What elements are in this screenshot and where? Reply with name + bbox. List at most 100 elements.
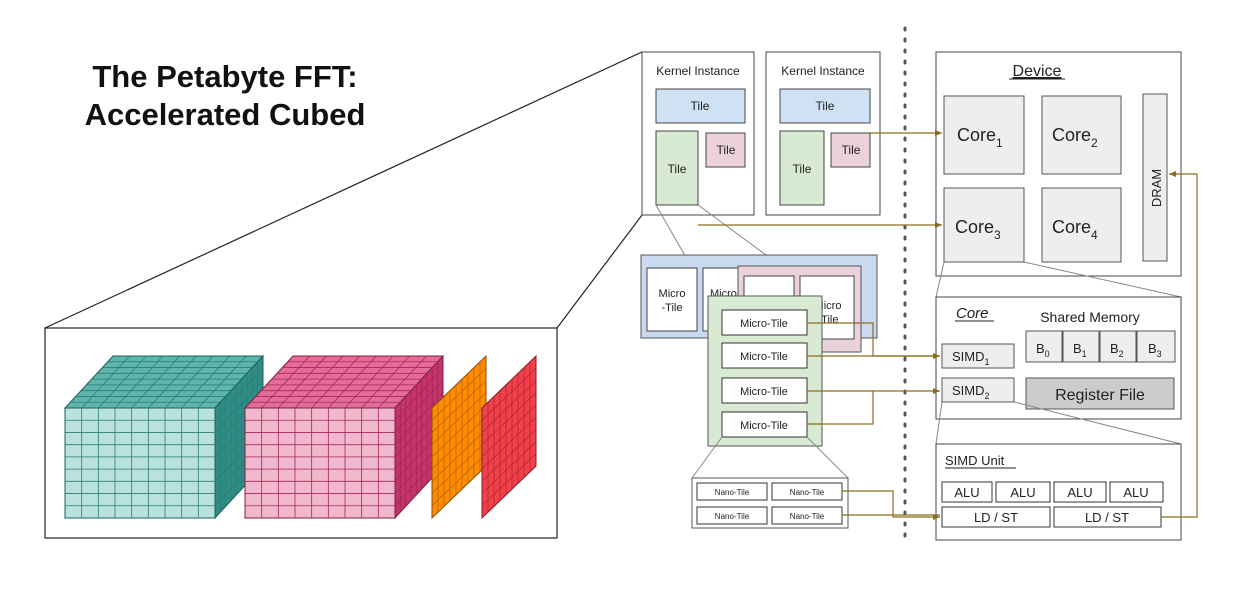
zoom-lines (44, 51, 643, 329)
grid-line (481, 453, 537, 507)
title-line-2: Accelerated Cubed (84, 97, 366, 132)
grid-line (131, 355, 180, 409)
ldst-label: LD / ST (974, 510, 1018, 525)
grid-line (164, 355, 214, 409)
tile-wide (779, 88, 871, 124)
page-title: The Petabyte FFT: Accelerated Cubed (60, 58, 390, 134)
bank-1 (1062, 330, 1100, 363)
title-line-1: The Petabyte FFT: (92, 59, 358, 94)
core-4-label: Core4 (1052, 217, 1098, 242)
alu-label: ALU (1010, 485, 1035, 500)
tile-label: Tile (717, 143, 736, 157)
alu (1109, 481, 1164, 503)
grid-line (148, 355, 197, 409)
micro-tile-stack: Micro-Tile Micro Micro-Tile Micro-Tile M… (640, 254, 878, 447)
alu-row: ALU ALU ALU ALU (941, 481, 1164, 503)
core-box: Core Shared Memory B0 B1 B2 B3 SIMD1 SIM… (935, 296, 1182, 420)
grid-line (81, 355, 130, 409)
grid-line (431, 404, 487, 458)
grid-line (181, 355, 230, 409)
grid-line (481, 367, 537, 421)
simd-2-label: SIMD2 (952, 383, 990, 401)
grid-line (394, 380, 444, 433)
grid-line (481, 404, 537, 458)
arrow-microtile-to-simd2-b (807, 391, 874, 425)
tile-tall (655, 130, 699, 206)
grid-line (481, 380, 537, 433)
micro-tile (721, 309, 808, 336)
micro-zoom-lines (691, 436, 849, 479)
core-2 (1041, 95, 1122, 175)
grid-line (431, 367, 487, 421)
micro-tile-label: Micro-Tile (740, 386, 788, 398)
bank-0-label: B0 (1036, 341, 1050, 359)
shared-memory-banks: B0 B1 B2 B3 (1025, 330, 1176, 363)
pink-cube (243, 354, 445, 520)
nano-tile-group: Nano-Tile Nano-Tile Nano-Tile Nano-Tile (691, 477, 849, 529)
tile-label: Tile (793, 162, 812, 176)
grid-line (431, 441, 487, 494)
kernel-instance-1: Kernel Instance Tile Tile Tile (641, 51, 755, 216)
ldst-unit (941, 506, 1051, 528)
grid-line (481, 392, 537, 445)
tile-small (830, 132, 871, 168)
cube-panel (44, 327, 558, 539)
micro-tile-label: Micro-Tile (740, 351, 788, 363)
nano-tile (696, 506, 768, 525)
grid-line (481, 441, 537, 494)
ldst-label: LD / ST (1085, 510, 1129, 525)
grid-line (394, 367, 444, 421)
kernel-instance-label: Kernel Instance (781, 64, 865, 78)
arrow-nanotile-to-ldst (842, 490, 940, 520)
micro-tile-label: Micro-Tile (740, 420, 788, 432)
alu (995, 481, 1051, 503)
register-file-label: Register File (1055, 387, 1145, 404)
micro-tile (721, 377, 808, 404)
simd-1 (941, 343, 1015, 369)
grid-line (311, 355, 360, 409)
grid-line (431, 429, 487, 482)
alu-label: ALU (954, 485, 979, 500)
grid-line (431, 380, 487, 433)
grid-line (481, 416, 537, 470)
shared-memory-label: Shared Memory (1040, 309, 1140, 325)
grid-line (481, 429, 537, 482)
micro-tile-label: Micro-Tile (740, 318, 788, 330)
grid-line (261, 355, 310, 409)
core-3-label: Core3 (955, 217, 1001, 242)
grid-line (394, 392, 444, 445)
simd-zoom-lines (935, 401, 1182, 445)
grid-line (198, 355, 247, 409)
tile-label: Tile (816, 99, 835, 113)
alu (941, 481, 993, 503)
device-box: Device Core1 Core2 Core3 Core4 DRAM (935, 51, 1182, 277)
bank-2-label: B2 (1110, 341, 1124, 359)
grid-line (328, 355, 377, 409)
bank-2 (1099, 330, 1137, 363)
micro-tile-list: Micro-Tile Micro-Tile Micro-Tile Micro-T… (721, 309, 808, 438)
device-title: Device (1013, 63, 1062, 80)
grid-line (431, 392, 487, 445)
tile-wide (655, 88, 746, 124)
grid-line (214, 380, 264, 433)
tile-small (705, 132, 746, 168)
bank-3-label: B3 (1148, 341, 1162, 359)
nano-tile-label: Nano-Tile (790, 512, 825, 521)
grid-line (378, 355, 427, 409)
register-file (1025, 377, 1175, 410)
simd-unit-box: SIMD Unit ALU ALU ALU ALU LD / ST LD / S… (935, 443, 1182, 541)
simd-1-label: SIMD1 (952, 349, 990, 367)
arrow-ldst-to-dram (1161, 171, 1198, 518)
tile-label: Tile (691, 99, 710, 113)
nano-tile-label: Nano-Tile (715, 488, 750, 497)
micro-tile (721, 342, 808, 369)
simd-2 (941, 377, 1015, 403)
kernel-instance-2: Kernel Instance Tile Tile Tile (765, 51, 881, 216)
alu (1053, 481, 1107, 503)
bank-0 (1025, 330, 1063, 363)
dram-label: DRAM (1149, 169, 1164, 207)
tile-label: Tile (668, 162, 687, 176)
bank-3 (1136, 330, 1176, 363)
grid-line (114, 355, 164, 409)
